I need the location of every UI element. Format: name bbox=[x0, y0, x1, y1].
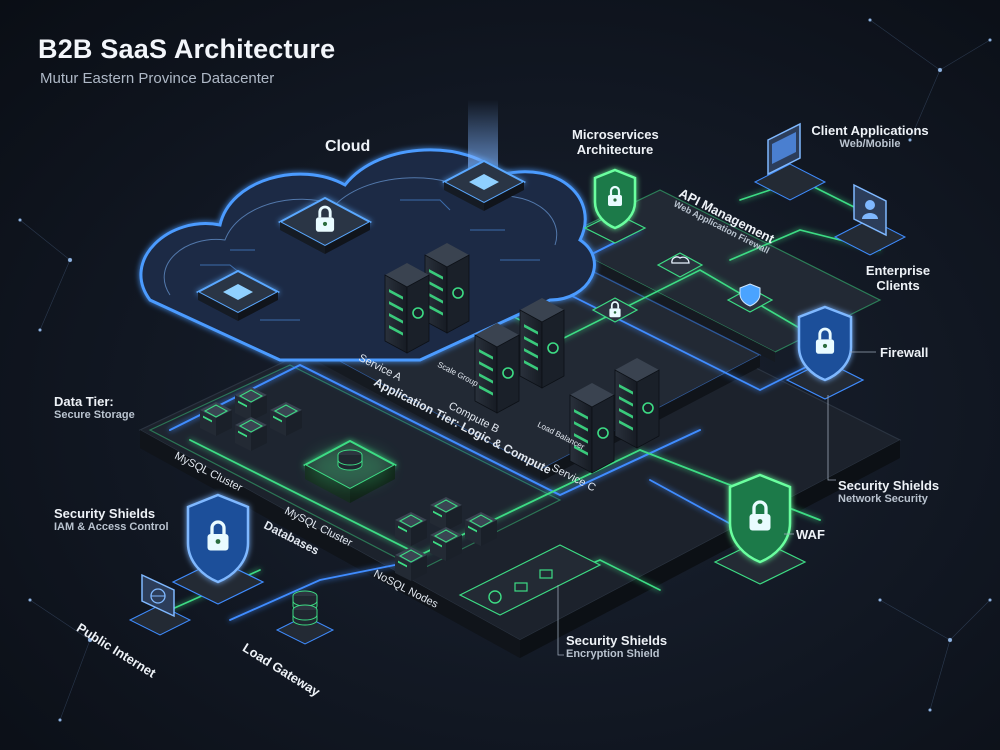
iam-shield bbox=[171, 493, 265, 605]
client-applications-sub: Web/Mobile bbox=[839, 138, 901, 150]
firewall-shield bbox=[785, 305, 865, 400]
server-rack-icon bbox=[474, 322, 520, 414]
enterprise-clients-line1: Enterprise bbox=[865, 263, 931, 278]
firewall-label: Firewall bbox=[880, 345, 929, 360]
public-internet-terminal bbox=[128, 573, 192, 636]
security-network-sub: Network Security bbox=[838, 493, 928, 505]
microservices-label-line1: Microservices bbox=[572, 127, 659, 142]
globe-icon bbox=[150, 588, 166, 604]
server-rack-icon bbox=[519, 297, 565, 389]
database-icon bbox=[337, 449, 363, 471]
microservices-shield bbox=[583, 168, 647, 244]
waf-shield bbox=[713, 473, 807, 585]
shield-icon bbox=[726, 283, 774, 313]
data-tier-title: Data Tier: bbox=[54, 394, 114, 409]
api-icons bbox=[591, 252, 774, 323]
cloud-upload-icon bbox=[656, 252, 704, 278]
cloud-chip-left bbox=[195, 269, 281, 321]
data-tier-sub: Secure Storage bbox=[54, 409, 135, 421]
data-tier-label: Data Tier: Secure Storage bbox=[54, 394, 135, 421]
page-title: B2B SaaS Architecture bbox=[38, 34, 336, 64]
microservices-label: Microservices Architecture bbox=[572, 127, 659, 157]
mysql-cluster-main bbox=[302, 439, 398, 503]
waf-label: WAF bbox=[796, 527, 825, 542]
security-network-label: Security Shields Network Security bbox=[838, 478, 939, 505]
security-iam-label: Security Shields IAM & Access Control bbox=[54, 506, 169, 533]
server-rack-icon bbox=[569, 382, 615, 474]
page-subtitle: Mutur Eastern Province Datacenter bbox=[40, 70, 275, 87]
background-network bbox=[18, 18, 992, 722]
server-rack-icon bbox=[424, 242, 470, 334]
enterprise-clients-line2: Clients bbox=[876, 278, 920, 293]
server-rack-icon bbox=[614, 357, 660, 449]
encryption-tray bbox=[458, 544, 602, 616]
security-encryption-label: Security Shields Encryption Shield bbox=[566, 633, 667, 660]
light-beam bbox=[468, 100, 498, 170]
client-applications-label: Client Applications Web/Mobile bbox=[800, 123, 940, 150]
enterprise-clients-label: Enterprise Clients bbox=[852, 263, 944, 293]
cloud-chip-lock bbox=[277, 196, 373, 254]
security-network-title: Security Shields bbox=[838, 478, 940, 493]
leader-lines bbox=[557, 351, 876, 656]
client-applications-title: Client Applications bbox=[811, 123, 929, 138]
security-encryption-title: Security Shields bbox=[566, 633, 668, 648]
load-gateway-node bbox=[275, 590, 335, 645]
enterprise-terminal-user bbox=[833, 183, 907, 256]
security-iam-title: Security Shields bbox=[54, 506, 156, 521]
lock-icon bbox=[591, 297, 639, 323]
cloud-label: Cloud bbox=[325, 138, 371, 155]
microservices-label-line2: Architecture bbox=[576, 142, 654, 157]
security-encryption-sub: Encryption Shield bbox=[566, 648, 660, 660]
cloud-chip-top bbox=[441, 159, 527, 211]
security-iam-sub: IAM & Access Control bbox=[54, 521, 169, 533]
server-rack-icon bbox=[384, 262, 430, 354]
client-terminal-monitor bbox=[753, 122, 827, 201]
